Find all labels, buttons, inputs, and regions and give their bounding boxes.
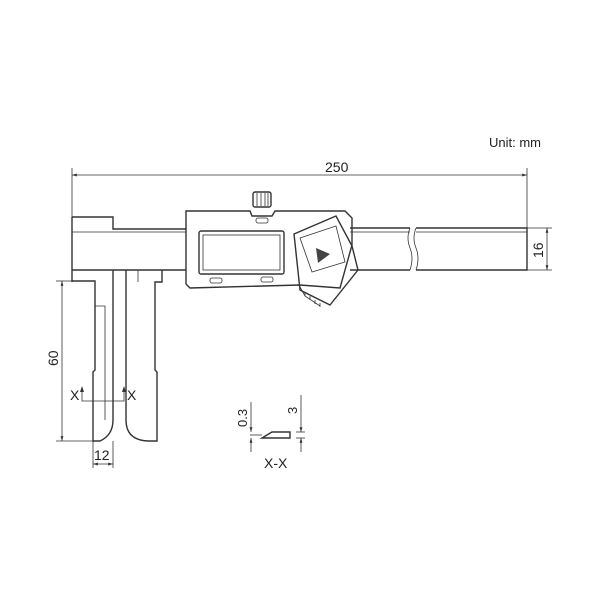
tip-thickness-value: 0.3 — [235, 409, 250, 427]
section-view: 0.3 3 X-X — [235, 395, 305, 471]
dimension-overall-length: 250 — [71, 159, 528, 282]
jaw-depth-value: 60 — [45, 350, 61, 366]
section-thickness-value: 3 — [285, 407, 300, 414]
section-marker-right: X — [127, 387, 137, 403]
section-line: X X — [70, 386, 137, 403]
dimension-jaw-width: 12 — [92, 441, 114, 468]
lcd-display — [198, 230, 285, 275]
thumb-roller-icon — [252, 191, 272, 208]
slider-body — [185, 191, 359, 307]
button-panel — [293, 215, 359, 306]
play-triangle-icon — [316, 248, 330, 263]
unit-label: Unit: mm — [489, 135, 541, 150]
dimension-jaw-depth: 60 — [45, 280, 93, 442]
dimension-beam-height: 16 — [527, 227, 552, 271]
section-label: X-X — [264, 455, 288, 471]
overall-length-value: 250 — [325, 159, 349, 175]
beam-height-value: 16 — [530, 242, 546, 258]
section-marker-left: X — [70, 387, 80, 403]
caliper-beam — [71, 216, 528, 282]
jaw-width-value: 12 — [94, 447, 110, 463]
caliper-jaws — [72, 270, 163, 442]
